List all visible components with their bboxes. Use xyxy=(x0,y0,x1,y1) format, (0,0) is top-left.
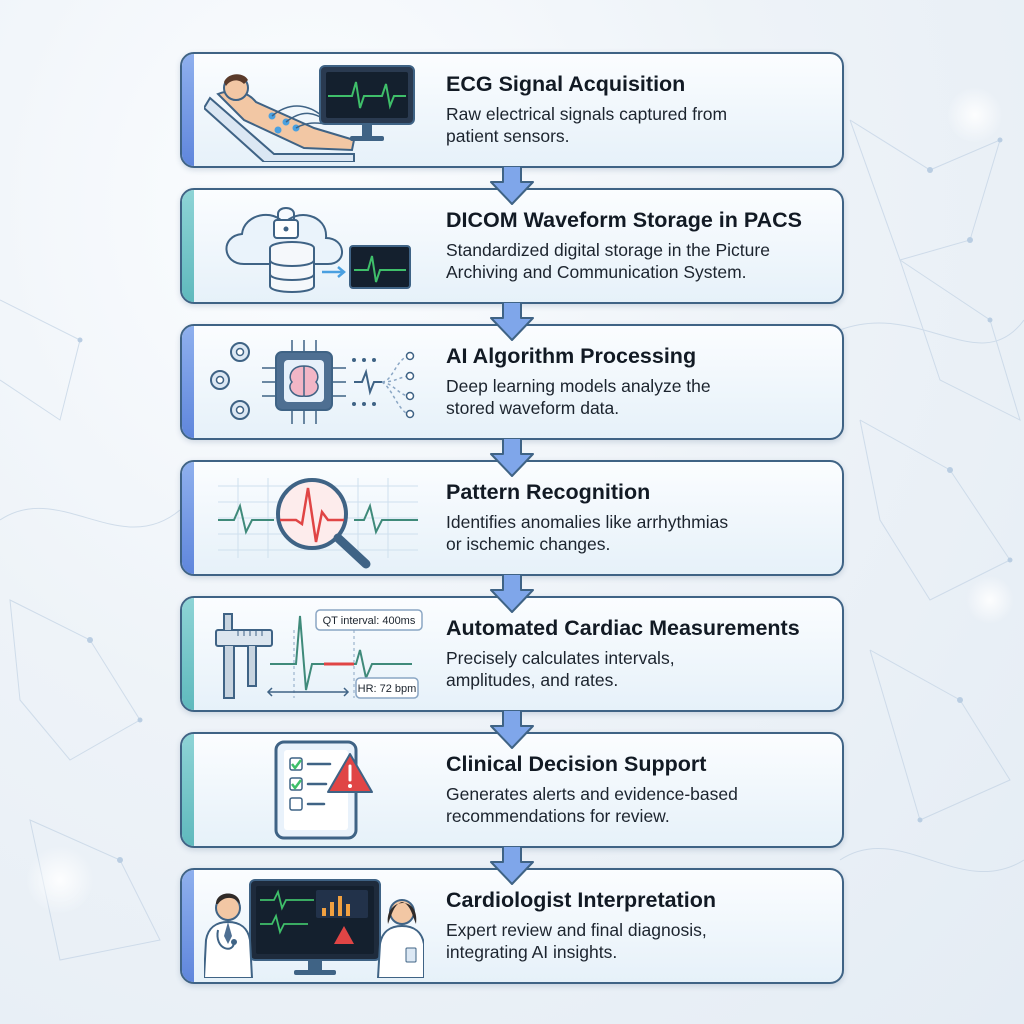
ai-chip-icon xyxy=(210,340,415,424)
step-title: Clinical Decision Support xyxy=(446,752,707,776)
step-card-automated-measurements: QT interval: 400ms HR: 72 bpm Automated … xyxy=(180,596,844,712)
step-title: ECG Signal Acquisition xyxy=(446,72,686,96)
patient-monitor-icon xyxy=(204,65,415,162)
step-description: Generates alerts and evidence-based reco… xyxy=(446,784,738,826)
step-title: Automated Cardiac Measurements xyxy=(446,616,800,640)
caliper-icon: QT interval: 400ms HR: 72 bpm xyxy=(215,609,423,699)
step-description: Standardized digital storage in the Pict… xyxy=(446,240,770,282)
step-title: DICOM Waveform Storage in PACS xyxy=(446,208,802,232)
step-description: Deep learning models analyze the stored … xyxy=(446,376,711,418)
flow-arrow-down-icon xyxy=(490,574,534,613)
step-title: Cardiologist Interpretation xyxy=(446,888,716,912)
step-card-clinical-decision-support: Clinical Decision Support Generates aler… xyxy=(180,732,844,848)
step-title: Pattern Recognition xyxy=(446,480,651,504)
heart-rate-callout: HR: 72 bpm xyxy=(358,683,417,695)
step-card-dicom-storage: DICOM Waveform Storage in PACS Standardi… xyxy=(180,188,844,304)
step-card-cardiologist-interpretation: Cardiologist Interpretation Expert revie… xyxy=(180,868,844,984)
step-description: Raw electrical signals captured from pat… xyxy=(446,104,728,146)
flow-arrow-down-icon xyxy=(490,710,534,749)
magnifier-ecg-icon xyxy=(218,478,418,569)
step-description: Precisely calculates intervals, amplitud… xyxy=(446,648,675,690)
flow-arrow-down-icon xyxy=(490,302,534,341)
step-title: AI Algorithm Processing xyxy=(446,344,697,368)
workflow-list: ECG Signal Acquisition Raw electrical si… xyxy=(180,52,844,1004)
step-card-pattern-recognition: Pattern Recognition Identifies anomalies… xyxy=(180,460,844,576)
doctors-monitor-icon xyxy=(204,879,424,978)
cloud-database-icon xyxy=(225,207,411,293)
step-description: Expert review and final diagnosis, integ… xyxy=(446,920,707,962)
flow-arrow-down-icon xyxy=(490,438,534,477)
step-description: Identifies anomalies like arrhythmias or… xyxy=(446,512,729,554)
step-card-ai-processing: AI Algorithm Processing Deep learning mo… xyxy=(180,324,844,440)
flow-arrow-down-icon xyxy=(490,166,534,205)
tablet-alert-icon xyxy=(274,740,373,840)
flow-arrow-down-icon xyxy=(490,846,534,885)
step-card-ecg-acquisition: ECG Signal Acquisition Raw electrical si… xyxy=(180,52,844,168)
qt-interval-callout: QT interval: 400ms xyxy=(323,615,416,627)
